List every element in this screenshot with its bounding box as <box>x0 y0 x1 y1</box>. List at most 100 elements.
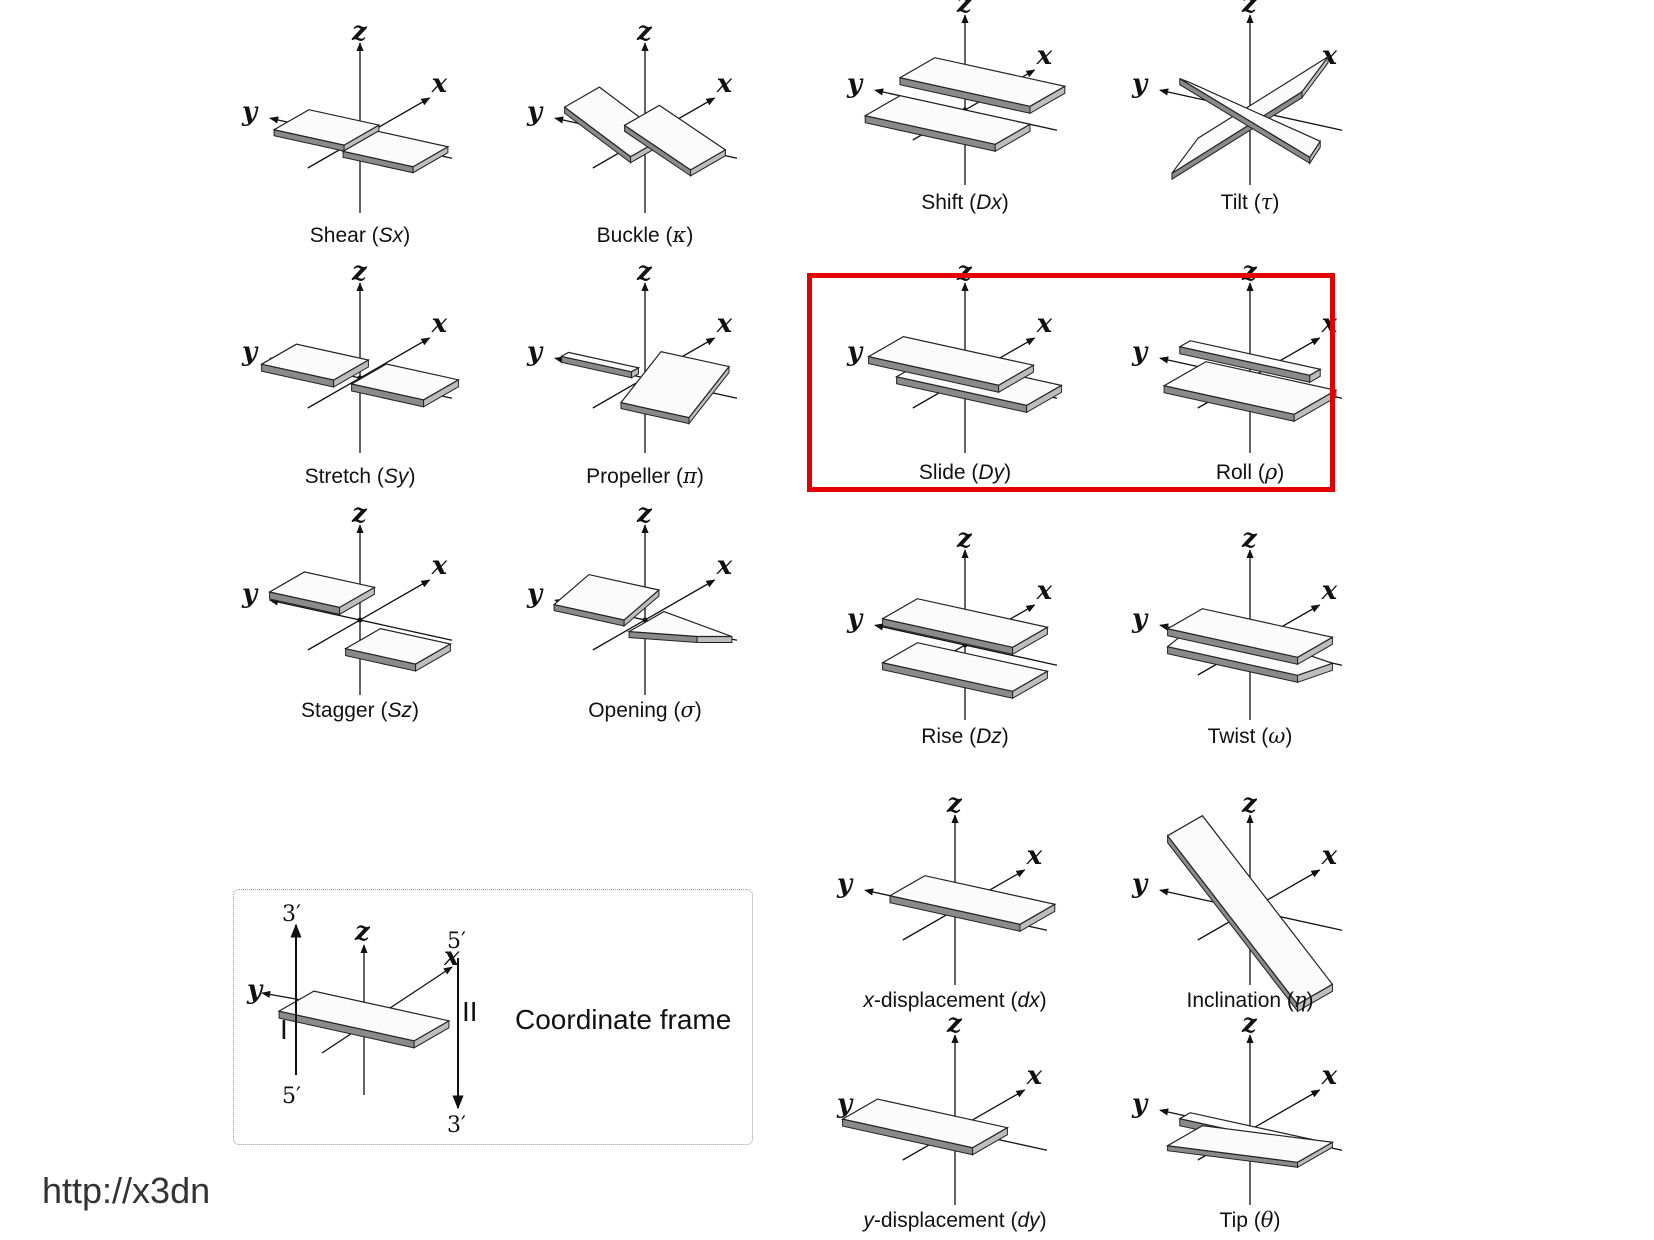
panel-tip: z y x <box>1131 1009 1343 1205</box>
panel-label-tip: Tip (θ) <box>1219 1208 1281 1232</box>
base-left <box>259 343 371 388</box>
x-axis-label: x <box>1036 309 1053 339</box>
panel-symbol: τ <box>1260 190 1273 214</box>
y-axis-label: y <box>241 97 259 127</box>
x-axis-label: x <box>1026 1061 1043 1091</box>
panel-incl: zyx <box>1131 789 1343 1013</box>
panel-label-ydisp: y-displacement (dy) <box>863 1209 1047 1232</box>
panel-label-twist: Twist (ω) <box>1207 724 1293 748</box>
x-axis <box>592 579 716 651</box>
panel-symbol: η <box>1293 988 1307 1012</box>
y-axis-label: y <box>836 869 854 899</box>
panel-shift: zyx <box>846 0 1067 185</box>
panel-name: Stretch <box>304 465 372 488</box>
z-axis-label: z <box>636 17 653 47</box>
y-axis-label: y <box>1131 337 1149 367</box>
z-axis-label: z <box>351 17 368 47</box>
base-pair <box>888 875 1057 933</box>
panel-symbol: dy <box>1017 1209 1040 1232</box>
base-left <box>559 351 641 379</box>
panel-label-stretch: Stretch (Sy) <box>304 465 416 488</box>
panel-slide: z y x <box>846 257 1064 453</box>
panel-name: Twist <box>1207 725 1256 748</box>
panel-buckle: zyx <box>526 17 738 213</box>
coordinate-frame-title: Coordinate frame <box>515 1004 732 1035</box>
panel-label-incl: Inclination (η) <box>1186 988 1314 1012</box>
base-right <box>623 104 727 177</box>
panel-label-propeller: Propeller (π) <box>586 464 704 488</box>
z-axis-label: z <box>946 789 963 819</box>
panel-symbol: ρ <box>1264 460 1278 484</box>
z-axis-label: z <box>1241 0 1258 19</box>
panel-name: Rise <box>921 725 964 748</box>
z-axis-label: z <box>946 1009 963 1039</box>
panel-name: y-displacement <box>863 1209 1005 1232</box>
coordinate-frame-box <box>233 889 753 1145</box>
panel-name: Shear <box>309 224 366 247</box>
y-axis-label: y <box>1131 69 1149 99</box>
panel-symbol: ω <box>1268 724 1286 748</box>
coordinate-frame-diagram: z y x <box>246 917 464 1110</box>
x-axis-label: x <box>1026 841 1043 871</box>
panel-twist: zyx <box>1131 524 1343 720</box>
base-lower <box>863 95 1032 153</box>
x-axis-label: x <box>1036 576 1053 606</box>
strand-one-top-label: 3′ <box>282 902 301 927</box>
z-axis-label: z <box>1241 1009 1258 1039</box>
z-axis-label: z <box>1241 524 1258 554</box>
x-axis-label: x <box>1321 1061 1338 1091</box>
strand-two-bottom-label: 3′ <box>447 1113 466 1138</box>
x-axis-label: x <box>1036 41 1053 71</box>
x-axis-label: x <box>716 69 733 99</box>
y-axis-label: y <box>846 69 864 99</box>
base-right <box>349 363 461 408</box>
y-axis-label: y <box>846 337 864 367</box>
x-axis-label: x <box>431 551 448 581</box>
y-axis-label: y <box>1131 869 1149 899</box>
panel-symbol: π <box>683 464 697 488</box>
y-axis-label: y <box>1131 1089 1149 1119</box>
base-left <box>552 573 661 628</box>
x-axis <box>307 337 431 409</box>
z-axis-label: z <box>354 917 371 947</box>
base-right <box>341 130 450 174</box>
y-axis-label: y <box>846 604 864 634</box>
panel-label-shear: Shear (Sx) <box>309 224 411 247</box>
base-upper <box>866 335 1036 394</box>
z-axis-label: z <box>956 257 973 287</box>
panel-symbol: Dx <box>976 191 1002 214</box>
base-right <box>343 628 453 672</box>
strand-two-label: II <box>462 996 478 1027</box>
y-axis-label: y <box>526 579 544 609</box>
panel-symbol: dx <box>1017 989 1040 1012</box>
y-axis-label: y <box>246 975 264 1005</box>
y-axis-label: y <box>836 1089 854 1119</box>
panel-label-rise: Rise (Dz) <box>921 725 1009 748</box>
base-lower <box>880 642 1050 700</box>
panel-label-roll: Roll (ρ) <box>1215 460 1285 484</box>
panel-opening: zyx <box>526 499 738 695</box>
y-axis-label: y <box>1131 604 1149 634</box>
x-axis-label: x <box>431 69 448 99</box>
panel-xdisp: z y x <box>836 789 1057 985</box>
panel-label-tilt: Tilt (τ) <box>1220 190 1280 214</box>
panel-symbol: Dy <box>978 461 1005 484</box>
panel-name: x-displacement <box>863 989 1005 1012</box>
z-axis-label: z <box>351 499 368 529</box>
panel-name: Roll <box>1215 461 1252 484</box>
highlight-box <box>807 273 1335 492</box>
base-upper <box>1178 340 1322 384</box>
panel-label-opening: Opening (σ) <box>588 698 702 722</box>
panel-stagger: zyx <box>241 499 453 695</box>
panel-name: Slide <box>918 461 966 484</box>
base-pair <box>1166 814 1334 1013</box>
panel-symbol: σ <box>680 698 695 722</box>
source-url: http://x3dn <box>42 1170 211 1211</box>
x-axis <box>307 579 431 651</box>
x-axis-label: x <box>431 309 448 339</box>
base-lower <box>1179 77 1322 165</box>
x-axis-label: x <box>1321 841 1338 871</box>
panel-name: Propeller <box>586 465 671 488</box>
x-axis-label: x <box>443 942 460 972</box>
panel-label-slide: Slide (Dy) <box>918 461 1012 484</box>
